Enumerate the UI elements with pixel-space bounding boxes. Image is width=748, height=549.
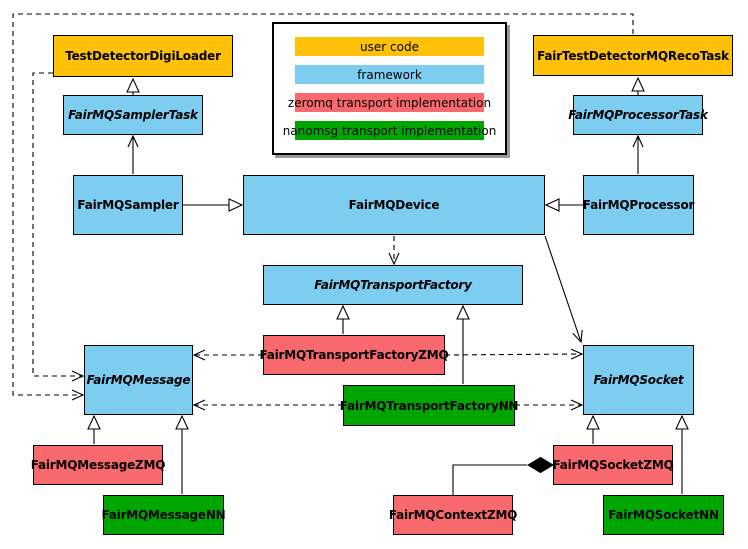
node-fairmqtransportfactory: FairMQTransportFactory [263,265,523,305]
node-fairmqdevice: FairMQDevice [243,175,545,235]
legend-item-framework: framework [295,65,484,84]
node-fairtestdetectormqrecotask: FairTestDetectorMQRecoTask [533,35,733,76]
node-fairmqsocketzmq: FairMQSocketZMQ [552,445,674,485]
edge-contextzmq-to-socketzmq [452,464,527,495]
edge-digiloader-to-message [32,72,85,382]
edge-device-to-socket [544,235,583,344]
node-fairmqtransportfactoryzmq: FairMQTransportFactoryZMQ [259,335,449,375]
node-fairmqmessagenn: FairMQMessageNN [101,495,226,535]
legend: user code framework zeromq transport imp… [272,22,507,155]
edge-factoryzmq-to-socket [444,348,584,360]
node-fairmqmessage: FairMQMessage [84,345,193,415]
node-fairmqsocket: FairMQSocket [583,345,694,415]
legend-item-user-code: user code [295,37,484,56]
node-testdetectordigiloader: TestDetectorDigiLoader [53,35,233,77]
node-fairmqsampler: FairMQSampler [73,175,183,235]
node-fairmqprocessortask: FairMQProcessorTask [568,95,708,135]
node-fairmqcontextzmq: FairMQContextZMQ [389,495,517,535]
node-fairmqsocketnn: FairMQSocketNN [603,495,724,535]
legend-item-zeromq: zeromq transport implementation [288,93,491,112]
node-fairmqprocessor: FairMQProcessor [583,175,694,235]
edge-recotask-to-message [12,13,634,401]
node-fairmqmessagezmq: FairMQMessageZMQ [31,445,166,485]
node-fairmqtransportfactorynn: FairMQTransportFactoryNN [340,385,518,426]
legend-item-nanomsg: nanomsg transport implementation [283,121,496,140]
composition-diamond-icon [527,456,554,474]
node-fairmqsamplertask: FairMQSamplerTask [63,95,203,135]
